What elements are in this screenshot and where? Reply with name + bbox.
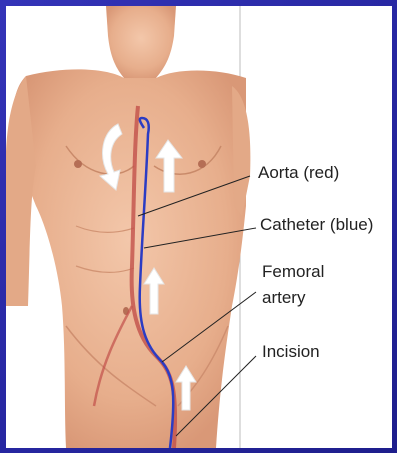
right-arm-shape: [232, 86, 250, 216]
label-catheter: Catheter (blue): [260, 215, 373, 235]
label-aorta: Aorta (red): [258, 163, 339, 183]
label-incision: Incision: [262, 342, 320, 362]
label-femoral-line1: Femoral: [262, 262, 324, 282]
illustration-panel: Aorta (red) Catheter (blue) Femoral arte…: [6, 6, 392, 448]
nipple-right: [198, 160, 206, 168]
nipple-left: [74, 160, 82, 168]
neck-shape: [106, 6, 176, 78]
label-femoral-line2: artery: [262, 288, 305, 308]
torso-shape: [12, 69, 246, 448]
